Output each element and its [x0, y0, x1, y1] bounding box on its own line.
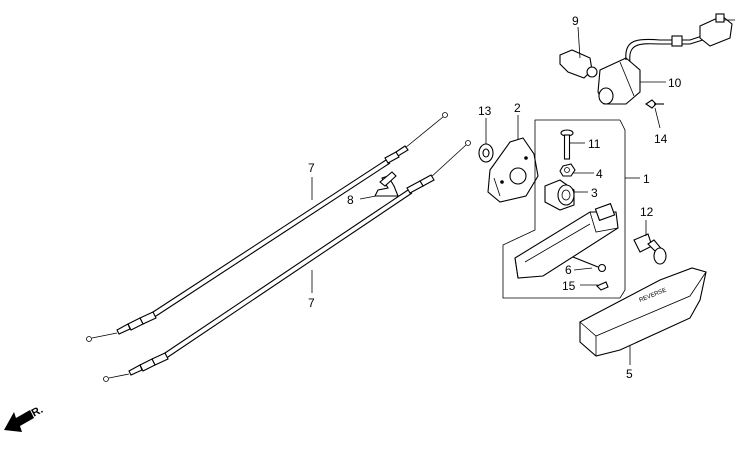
- callout-15: 15: [562, 279, 576, 293]
- leader-lines: [311, 26, 666, 365]
- direction-label: FR.: [24, 404, 45, 423]
- pivot-collar: [544, 179, 575, 211]
- assembly-boundary: [502, 119, 626, 299]
- callout-9: 9: [572, 14, 579, 28]
- cable-lower: [103, 140, 471, 382]
- switch-body: [597, 57, 641, 105]
- screw: [645, 99, 664, 109]
- washer: [478, 143, 494, 163]
- lever-arm: [514, 202, 619, 279]
- callout-2: 2: [514, 101, 521, 115]
- pivot-bolt: [633, 233, 667, 265]
- callout-8: 8: [347, 193, 354, 207]
- lever-bracket: [487, 137, 539, 203]
- callout-3: 3: [591, 186, 598, 200]
- lever-grip: REVERSE: [579, 267, 707, 357]
- nut: [559, 163, 576, 177]
- bolt: [560, 129, 574, 160]
- front-direction-indicator: FR.: [4, 404, 45, 432]
- callout-7-upper: 7: [308, 161, 315, 175]
- cable-clamp: [374, 171, 399, 197]
- callout-1: 1: [643, 172, 650, 186]
- callout-11: 11: [588, 137, 601, 151]
- callout-6: 6: [565, 263, 572, 277]
- callout-7-lower: 7: [308, 296, 315, 310]
- direction-arrow-icon: [4, 410, 34, 432]
- callout-5: 5: [626, 367, 633, 381]
- callout-12: 12: [640, 205, 654, 219]
- switch-bracket: [559, 49, 598, 79]
- cable-upper: [86, 112, 448, 342]
- callouts: 9 10 13 2 11 4 1 3 12 6 15 5 14 7 7 8: [308, 14, 682, 381]
- callout-4: 4: [596, 167, 603, 181]
- pin: [572, 256, 607, 273]
- callout-14: 14: [654, 132, 668, 146]
- switch-harness: [625, 13, 735, 63]
- clip: [596, 281, 609, 291]
- callout-13: 13: [478, 104, 492, 118]
- callout-10: 10: [668, 76, 682, 90]
